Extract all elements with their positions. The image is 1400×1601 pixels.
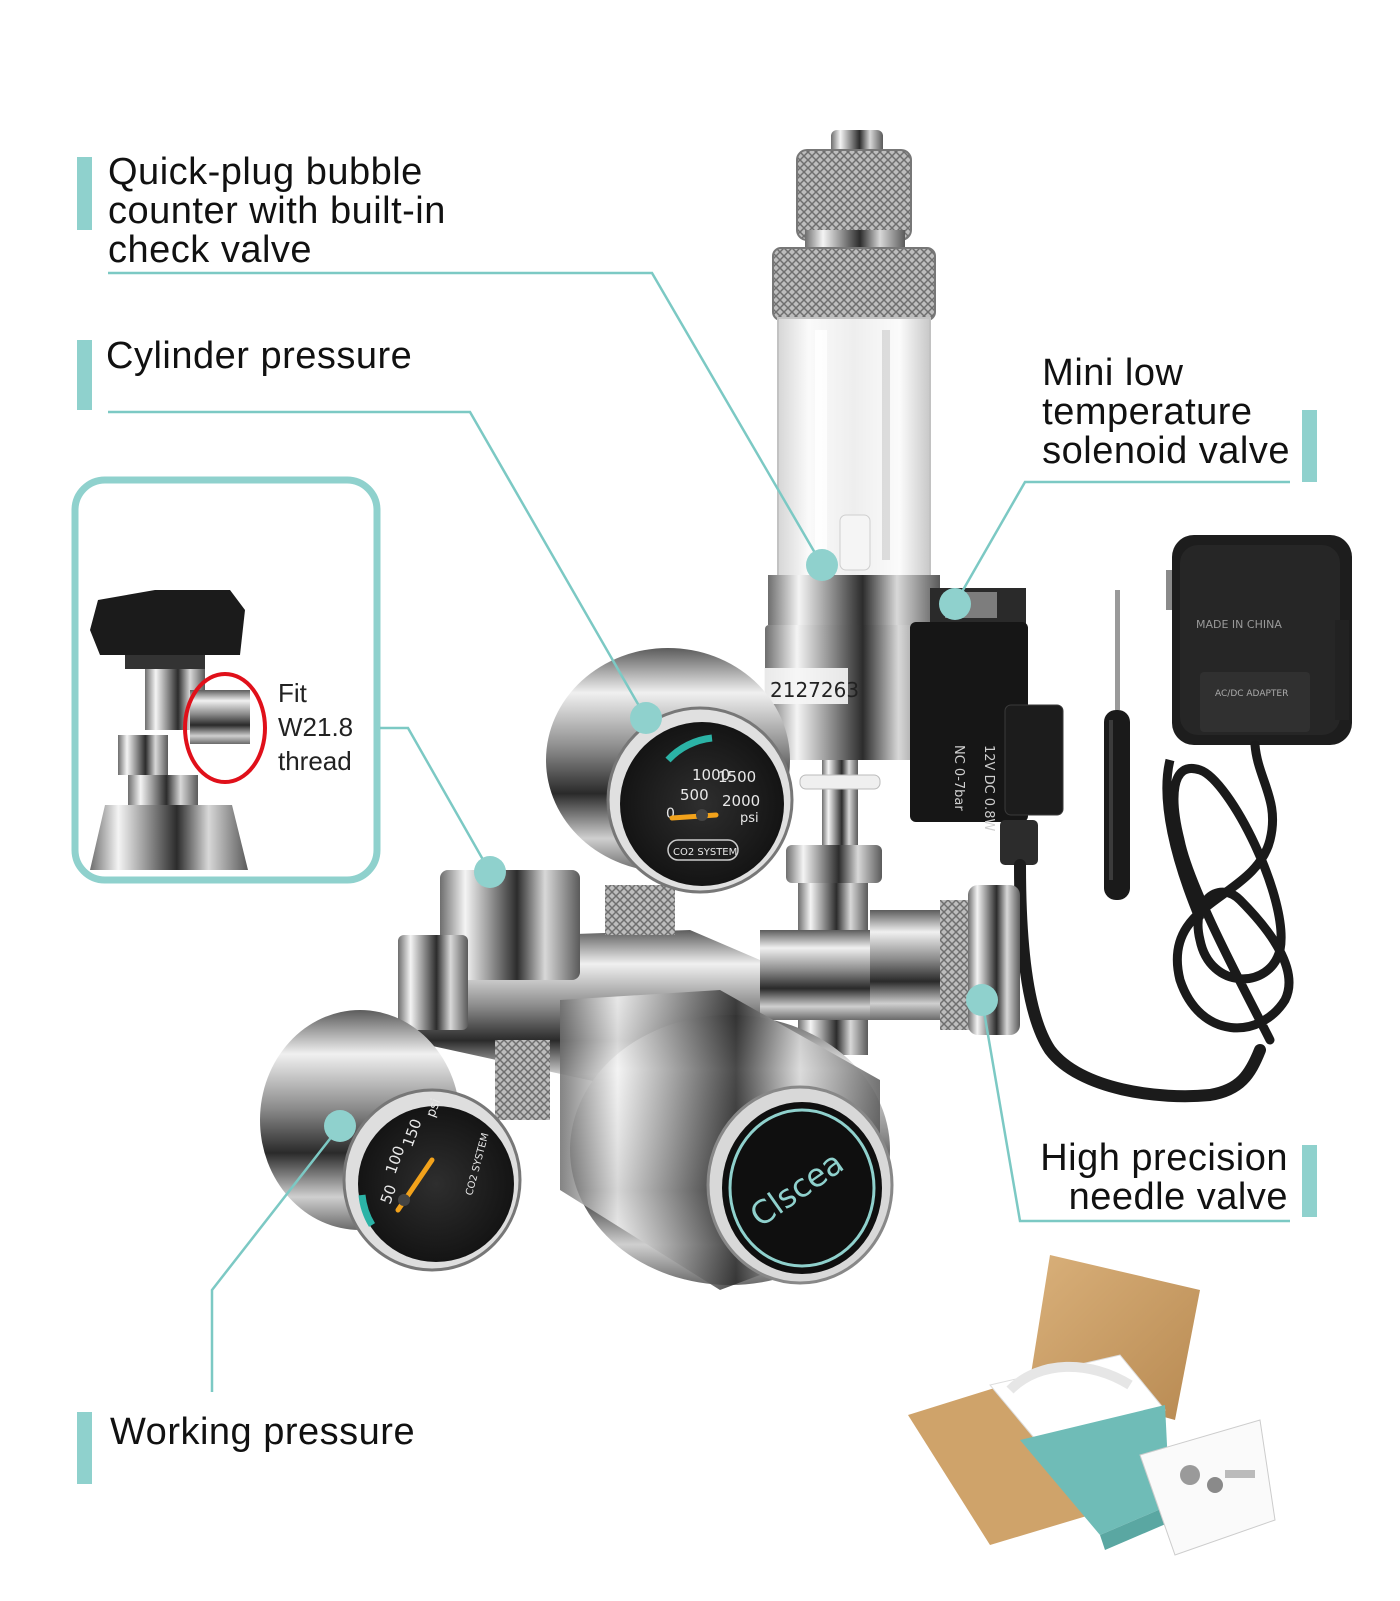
- label-line: temperature: [1042, 391, 1253, 433]
- fit-line: thread: [278, 746, 352, 776]
- screwdriver: [1104, 590, 1130, 900]
- label-line: counter with built-in: [108, 190, 446, 232]
- inset-fit-text: Fit W21.8 thread: [278, 676, 353, 778]
- svg-text:2000: 2000: [722, 792, 760, 810]
- svg-text:CO2 SYSTEM: CO2 SYSTEM: [673, 847, 737, 858]
- svg-text:50: 50: [377, 1182, 400, 1206]
- svg-text:1500: 1500: [718, 768, 756, 786]
- svg-text:500: 500: [680, 786, 709, 804]
- svg-text:1000: 1000: [692, 766, 730, 784]
- accent-bar-bubble-counter: [77, 157, 92, 230]
- inset-cylinder-valve: [71, 476, 381, 884]
- svg-text:AC/DC ADAPTER: AC/DC ADAPTER: [1215, 689, 1288, 699]
- svg-text:psi: psi: [424, 1097, 444, 1120]
- label-needle-valve: High precision needle valve: [1040, 1139, 1288, 1217]
- accent-bar-needle-valve: [1302, 1145, 1317, 1217]
- label-line: Cylinder pressure: [106, 335, 413, 377]
- accent-bar-cylinder-pressure: [77, 340, 92, 410]
- svg-text:0: 0: [666, 806, 675, 822]
- accent-bar-solenoid: [1302, 410, 1317, 482]
- packaging-box: [908, 1255, 1276, 1556]
- label-solenoid-valve: Mini low temperature solenoid valve: [1042, 354, 1290, 471]
- label-line: solenoid valve: [1042, 430, 1290, 472]
- regulator-body: Clscea: [398, 845, 1020, 1290]
- svg-text:MADE IN CHINA: MADE IN CHINA: [1196, 618, 1282, 631]
- svg-text:NC 0-7bar: NC 0-7bar: [951, 745, 966, 811]
- power-adapter: MADE IN CHINA AC/DC ADAPTER: [1162, 535, 1352, 1045]
- label-bubble-counter: Quick-plug bubble counter with built-in …: [108, 153, 446, 270]
- label-cylinder-pressure: Cylinder pressure: [106, 337, 412, 376]
- label-line: needle valve: [1068, 1176, 1288, 1218]
- serial-number: 2127263: [770, 678, 859, 702]
- label-line: Mini low: [1042, 352, 1184, 394]
- fit-line: Fit: [278, 678, 307, 708]
- label-line: High precision: [1040, 1137, 1288, 1179]
- label-line: Quick-plug bubble: [108, 151, 423, 193]
- label-working-pressure: Working pressure: [110, 1413, 415, 1452]
- svg-text:12V DC 0.8W: 12V DC 0.8W: [981, 745, 996, 831]
- working-pressure-gauge: 50 100 150 psi CO2 SYSTEM: [260, 1010, 550, 1272]
- label-line: check valve: [108, 229, 313, 271]
- callout-leaders: [108, 271, 1290, 1392]
- label-line: Working pressure: [110, 1411, 416, 1453]
- fit-line: W21.8: [278, 712, 354, 742]
- cylinder-pressure-gauge: 500 1000 1500 2000 0 psi CO2 SYSTEM: [546, 648, 794, 935]
- svg-text:psi: psi: [740, 811, 759, 826]
- callout-dots: [324, 549, 998, 1142]
- accent-bar-working-pressure: [77, 1412, 92, 1484]
